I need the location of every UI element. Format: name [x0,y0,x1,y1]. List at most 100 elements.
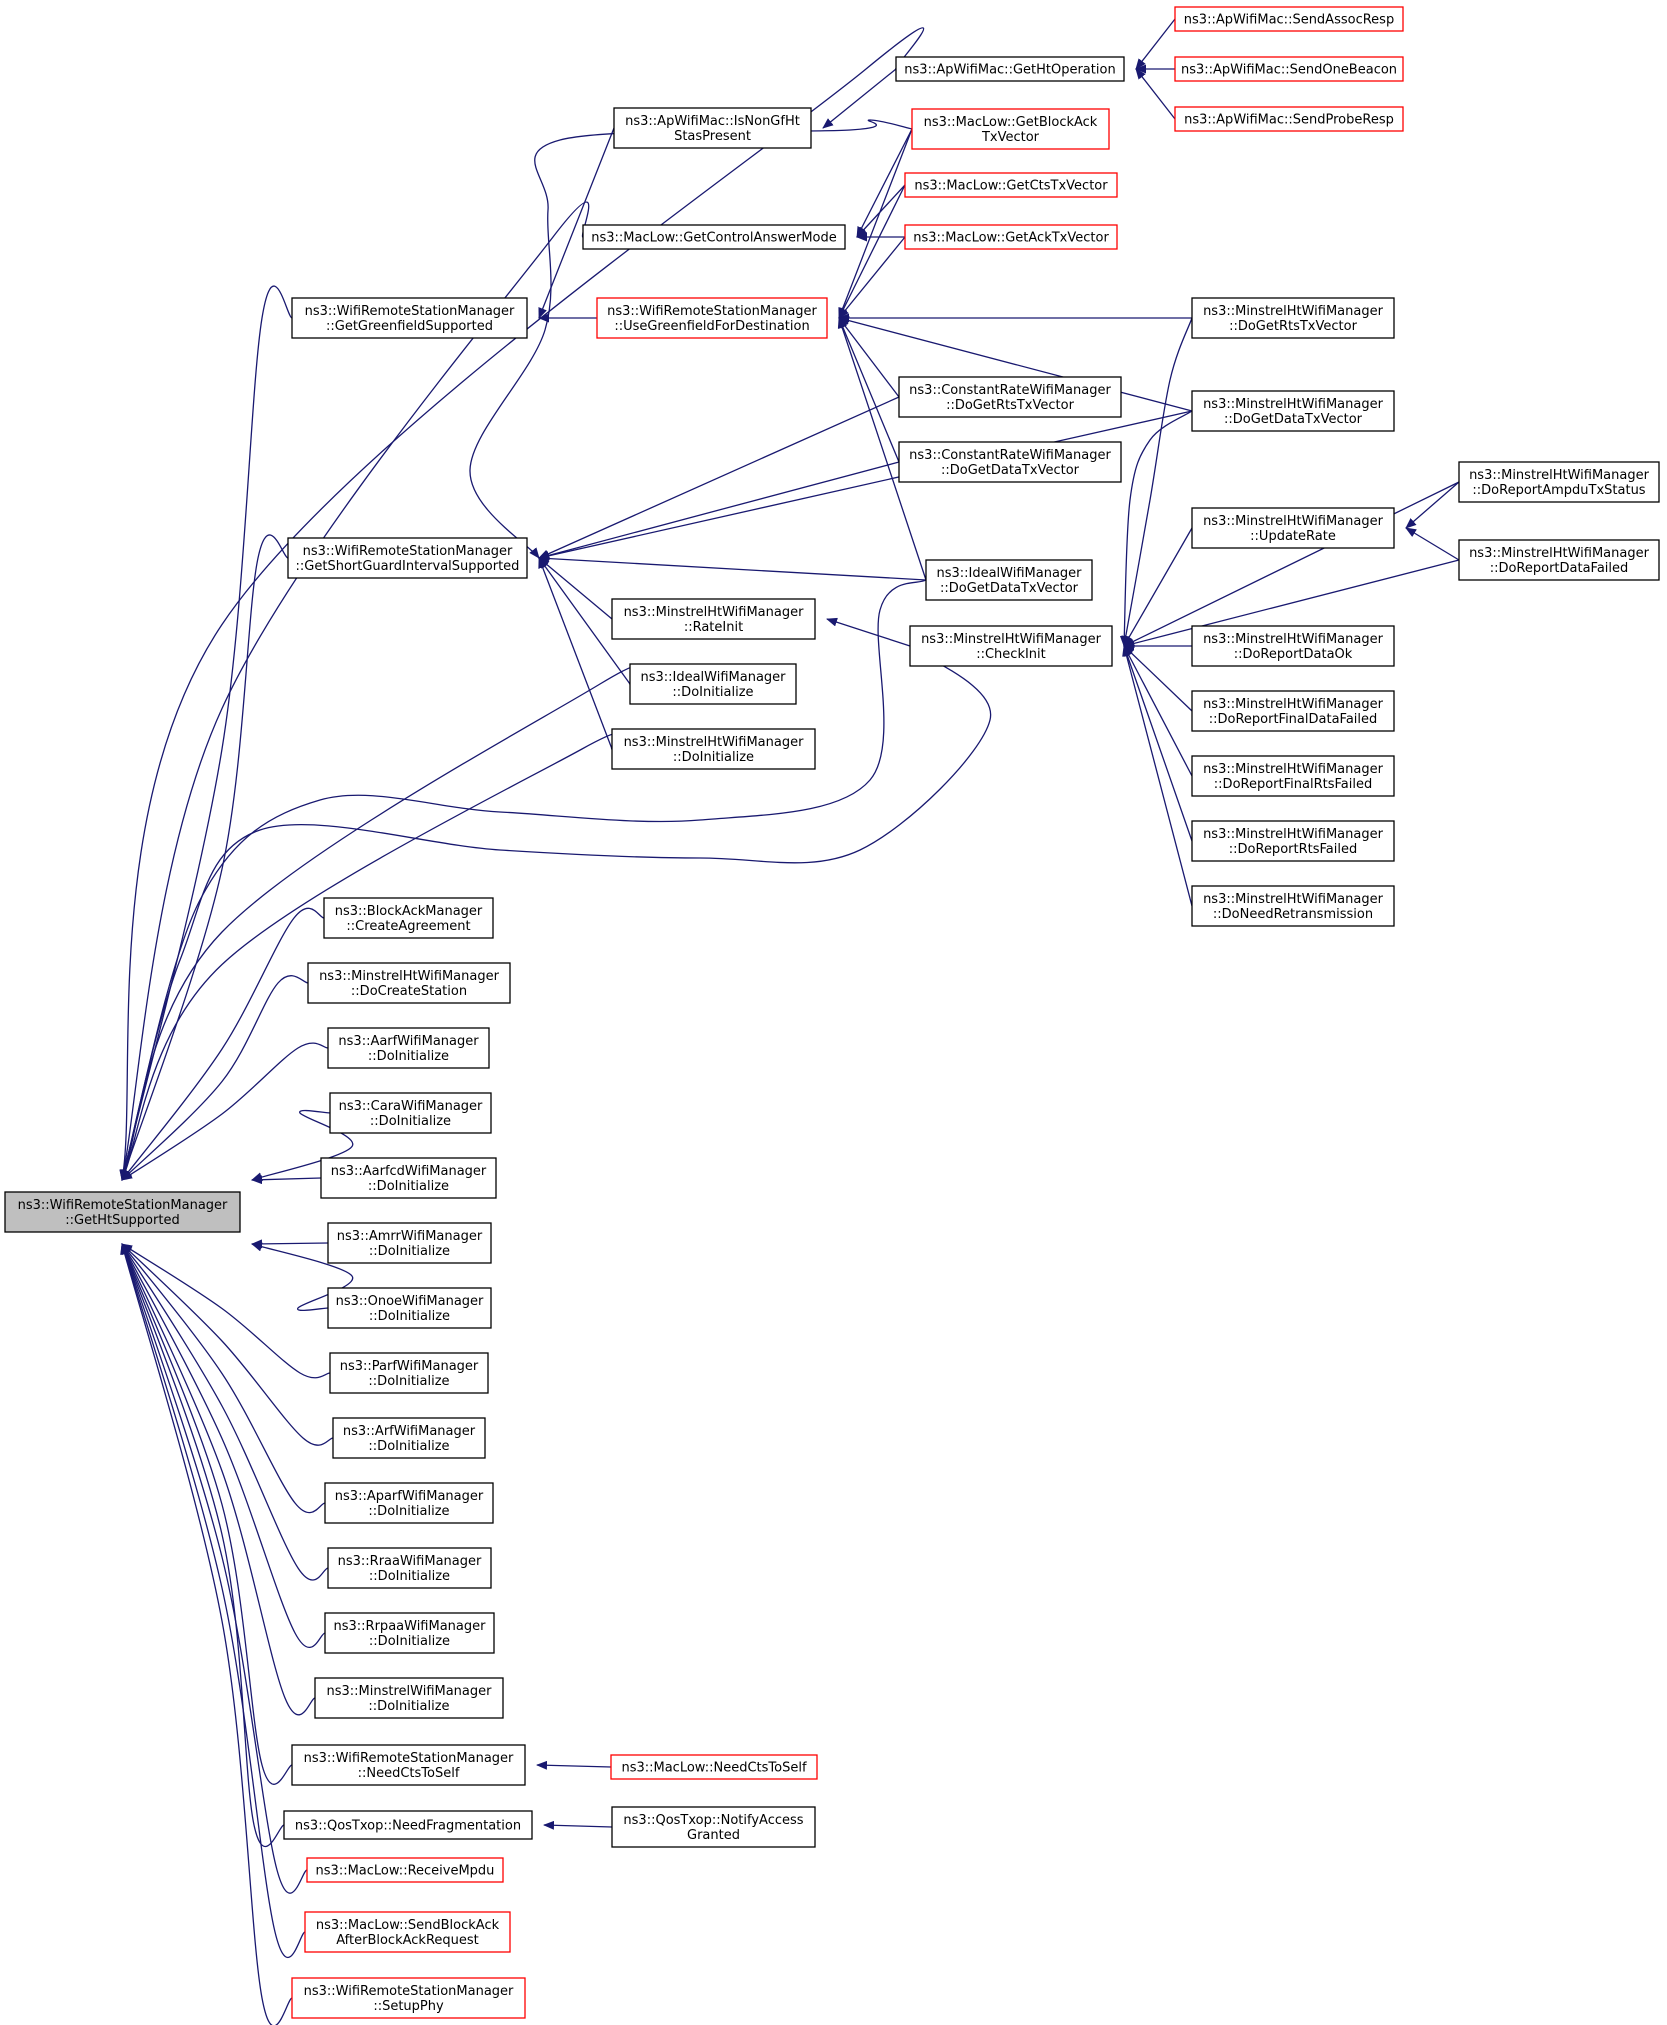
node-qos-need-fragmentation[interactable]: ns3::QosTxop::NeedFragmentation [283,1810,533,1840]
node-label-line: ::DoGetDataTxVector [1224,412,1363,427]
node-amrr-do-init[interactable]: ns3::AmrrWifiManager::DoInitialize [327,1222,492,1264]
edge-get-ht-supported-to-aarf-do-init [121,1042,329,1181]
edge-get-ht-supported-to-amrr-do-init [251,1239,329,1249]
node-box [320,1157,497,1199]
node-box [1174,56,1404,82]
node-cara-do-init[interactable]: ns3::CaraWifiManager::DoInitialize [329,1092,492,1134]
node-mht-do-report-final-data[interactable]: ns3::MinstrelHtWifiManager::DoReportFina… [1191,690,1395,732]
node-label-line: ns3::WifiRemoteStationManager [607,304,817,319]
node-get-ht-supported: ns3::WifiRemoteStationManager::GetHtSupp… [4,1191,241,1233]
node-onoe-do-init[interactable]: ns3::OnoeWifiManager::DoInitialize [327,1287,492,1329]
node-label-line: ::DoInitialize [673,750,754,765]
node-mht-do-report-data-failed[interactable]: ns3::MinstrelHtWifiManager::DoReportData… [1458,539,1660,581]
node-const-do-get-data[interactable]: ns3::ConstantRateWifiManager::DoGetDataT… [898,441,1122,483]
node-label-line: ns3::ParfWifiManager [340,1359,479,1374]
node-box [1191,625,1395,667]
node-ap-send-probe-resp[interactable]: ns3::ApWifiMac::SendProbeResp [1174,106,1404,132]
node-mht-do-initialize[interactable]: ns3::MinstrelHtWifiManager::DoInitialize [611,728,816,770]
node-label-line: ::DoInitialize [369,1569,450,1584]
edge-get-ht-supported-to-maclow-send-block-ack [120,1243,306,1959]
node-maclow-need-cts-to-self[interactable]: ns3::MacLow::NeedCtsToSelf [610,1754,818,1780]
node-maclow-receive-mpdu[interactable]: ns3::MacLow::ReceiveMpdu [306,1857,504,1883]
node-label-line: ::DoInitialize [368,1374,449,1389]
node-mht-check-init[interactable]: ns3::MinstrelHtWifiManager::CheckInit [909,625,1113,667]
node-arf-do-init[interactable]: ns3::ArfWifiManager::DoInitialize [332,1417,486,1459]
node-mht-do-need-retx[interactable]: ns3::MinstrelHtWifiManager::DoNeedRetran… [1191,885,1395,927]
node-box [287,537,528,579]
node-ap-send-one-beacon[interactable]: ns3::ApWifiMac::SendOneBeacon [1174,56,1404,82]
node-aarfcd-do-init[interactable]: ns3::AarfcdWifiManager::DoInitialize [320,1157,497,1199]
node-label-line: ns3::RrpaaWifiManager [334,1619,487,1634]
node-mht-do-create-station[interactable]: ns3::MinstrelHtWifiManager::DoCreateStat… [307,962,511,1004]
node-aarf-do-init[interactable]: ns3::AarfWifiManager::DoInitialize [327,1027,490,1069]
node-bam-create-agreement[interactable]: ns3::BlockAckManager::CreateAgreement [323,897,494,939]
node-wrsm-setup-phy[interactable]: ns3::WifiRemoteStationManager::SetupPhy [291,1977,526,2019]
node-label-line: ::NeedCtsToSelf [358,1766,460,1781]
edge-mht-check-init-to-mht-do-get-data [1119,410,1193,647]
node-minstrel-do-init[interactable]: ns3::MinstrelWifiManager::DoInitialize [314,1677,504,1719]
edge-get-ht-supported-to-rraa-do-init [121,1243,329,1581]
node-label-line: ::SetupPhy [373,1999,444,2014]
node-ideal-do-initialize[interactable]: ns3::IdealWifiManager::DoInitialize [629,663,797,705]
node-box [610,1754,818,1780]
node-label-line: ::DoInitialize [370,1114,451,1129]
node-const-do-get-rts[interactable]: ns3::ConstantRateWifiManager::DoGetRtsTx… [898,376,1122,418]
node-box [898,376,1122,418]
node-box [1191,885,1395,927]
edge-get-ht-supported-to-qos-need-fragmentation [121,1243,285,1848]
node-mht-update-rate[interactable]: ns3::MinstrelHtWifiManager::UpdateRate [1191,507,1395,549]
node-maclow-get-cts-tx[interactable]: ns3::MacLow::GetCtsTxVector [904,172,1118,198]
node-box [911,108,1110,150]
node-mht-do-report-ampdu[interactable]: ns3::MinstrelHtWifiManager::DoReportAmpd… [1458,461,1660,503]
edge-wrsm-use-greenfield-to-ideal-do-get-data [837,317,927,581]
node-box [327,1287,492,1329]
edge-mht-check-init-to-mht-do-need-retx [1122,645,1193,907]
node-label-line: ns3::MinstrelHtWifiManager [1203,514,1384,529]
node-label-line: ns3::IdealWifiManager [640,670,786,685]
node-ap-send-assoc-resp[interactable]: ns3::ApWifiMac::SendAssocResp [1174,6,1404,32]
node-label-line: ns3::MinstrelHtWifiManager [1203,397,1384,412]
node-box [283,1810,533,1840]
node-wrsm-need-cts-to-self[interactable]: ns3::WifiRemoteStationManager::NeedCtsTo… [291,1744,526,1786]
node-mht-do-get-rts[interactable]: ns3::MinstrelHtWifiManager::DoGetRtsTxVe… [1191,297,1395,339]
node-mht-do-report-rts-failed[interactable]: ns3::MinstrelHtWifiManager::DoReportRtsF… [1191,820,1395,862]
node-wrsm-get-greenfield[interactable]: ns3::WifiRemoteStationManager::GetGreenf… [291,297,528,339]
node-ap-get-ht-operation[interactable]: ns3::ApWifiMac::GetHtOperation [895,56,1125,82]
node-label-line: ns3::MacLow::GetAckTxVector [913,231,1109,246]
node-mht-do-report-final-rts[interactable]: ns3::MinstrelHtWifiManager::DoReportFina… [1191,755,1395,797]
nodes-layer: ns3::WifiRemoteStationManager::GetHtSupp… [4,6,1660,2019]
edge-get-ht-supported-to-mht-check-init [120,645,992,1181]
node-mht-rate-init[interactable]: ns3::MinstrelHtWifiManager::RateInit [611,598,816,640]
node-label-line: ::DoReportRtsFailed [1229,842,1357,857]
node-maclow-get-ack-tx[interactable]: ns3::MacLow::GetAckTxVector [904,224,1118,250]
node-maclow-send-block-ack[interactable]: ns3::MacLow::SendBlockAckAfterBlockAckRe… [304,1911,511,1953]
node-label-line: ns3::RraaWifiManager [338,1554,482,1569]
node-box [1191,820,1395,862]
node-mht-do-get-data[interactable]: ns3::MinstrelHtWifiManager::DoGetDataTxV… [1191,390,1395,432]
edge-ap-get-ht-operation-to-ap-send-probe-resp [1135,68,1176,120]
node-wrsm-use-greenfield[interactable]: ns3::WifiRemoteStationManager::UseGreenf… [596,297,828,339]
node-label-line: ::RateInit [684,620,743,635]
node-rrpaa-do-init[interactable]: ns3::RrpaaWifiManager::DoInitialize [324,1612,495,1654]
node-rraa-do-init[interactable]: ns3::RraaWifiManager::DoInitialize [327,1547,492,1589]
node-label-line: ns3::AmrrWifiManager [337,1229,483,1244]
node-box [1191,690,1395,732]
node-mht-do-report-data-ok[interactable]: ns3::MinstrelHtWifiManager::DoReportData… [1191,625,1395,667]
node-label-line: ns3::MinstrelHtWifiManager [319,969,500,984]
node-wrsm-get-sgi[interactable]: ns3::WifiRemoteStationManager::GetShortG… [287,537,528,579]
node-label-line: ::DoReportFinalRtsFailed [1214,777,1372,792]
node-label-line: ns3::MacLow::GetControlAnswerMode [591,231,836,246]
node-aparf-do-init[interactable]: ns3::AparfWifiManager::DoInitialize [324,1482,494,1524]
node-maclow-get-control-answer[interactable]: ns3::MacLow::GetControlAnswerMode [582,224,846,250]
node-label-line: TxVector [981,130,1040,145]
node-label-line: ns3::MinstrelHtWifiManager [1203,632,1384,647]
node-box [904,172,1118,198]
node-label-line: ns3::WifiRemoteStationManager [18,1198,228,1213]
node-parf-do-init[interactable]: ns3::ParfWifiManager::DoInitialize [329,1352,489,1394]
node-label-line: StasPresent [674,129,751,144]
node-label-line: ns3::CaraWifiManager [339,1099,483,1114]
node-ideal-do-get-data[interactable]: ns3::IdealWifiManager::DoGetDataTxVector [925,559,1093,601]
